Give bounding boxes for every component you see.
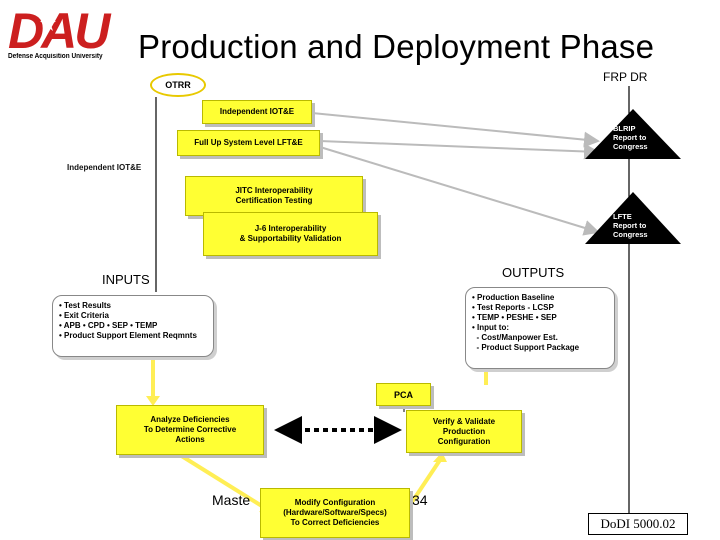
independent-iote-box: Independent IOT&E (202, 100, 312, 124)
outputs-item: - Product Support Package (472, 343, 580, 352)
master-text-right: 34 (412, 492, 428, 508)
dau-logo-text: DAU (8, 6, 112, 56)
logo-subtitle: Defense Acquisition University (8, 53, 103, 60)
pca-label: PCA (393, 389, 413, 400)
modify-configuration-box: Modify Configuration (Hardware/Software/… (260, 488, 410, 538)
dau-logo: DAU (8, 6, 115, 56)
jitc-label: JITC Interoperability Certification Test… (235, 186, 313, 205)
blrip-report-label: BLRIP Report to Congress (613, 124, 648, 151)
analyze-deficiencies-box: Analyze Deficiencies To Determine Correc… (116, 405, 264, 455)
lfte-report-label: LFTE Report to Congress (613, 212, 648, 239)
arrow-to-blrip-2 (319, 140, 600, 160)
j6-box: J-6 Interoperability & Supportability Va… (203, 212, 378, 256)
star-icon (40, 15, 56, 31)
full-up-lfte-box: Full Up System Level LFT&E (177, 130, 320, 156)
outputs-item: - Cost/Manpower Est. (472, 333, 558, 342)
inputs-item: • APB • CPD • SEP • TEMP (59, 321, 158, 330)
cycle-arrows (151, 356, 488, 510)
arrow-to-blrip (311, 112, 600, 148)
outputs-box: • Production Baseline • Test Reports - L… (465, 287, 615, 369)
full-up-lfte-label: Full Up System Level LFT&E (194, 138, 303, 147)
outputs-item: • TEMP • PESHE • SEP (472, 313, 557, 322)
arrow-to-lfte (319, 146, 600, 236)
blrip-triangle (585, 109, 681, 159)
inputs-label: INPUTS (102, 272, 150, 287)
verify-label: Verify & Validate Production Configurati… (432, 416, 496, 446)
inputs-item: • Test Results (59, 301, 111, 310)
pca-box: PCA (376, 383, 431, 406)
outputs-label: OUTPUTS (502, 265, 565, 280)
otrr-oval: OTRR (150, 73, 206, 97)
inputs-box: • Test Results • Exit Criteria • APB • C… (52, 295, 214, 357)
outputs-item: • Production Baseline (472, 293, 555, 302)
independent-iote-label: Independent IOT&E (219, 107, 295, 116)
outputs-item: • Test Reports - LCSP (472, 303, 554, 312)
lfte-triangle (585, 192, 681, 244)
inputs-item: • Exit Criteria (59, 311, 109, 320)
analyze-label: Analyze Deficiencies To Determine Correc… (143, 415, 237, 444)
verify-validate-box: Verify & Validate Production Configurati… (406, 410, 522, 453)
master-text-left: Maste (212, 492, 251, 508)
page-title: Production and Deployment Phase (138, 28, 655, 65)
modify-label: Modify Configuration (Hardware/Software/… (283, 498, 387, 527)
independent-iote-side-label: Independent IOT&E (67, 163, 142, 172)
jitc-box: JITC Interoperability Certification Test… (185, 176, 363, 216)
frp-dr-label: FRP DR (603, 70, 648, 84)
outputs-item: • Input to: (472, 323, 510, 332)
dodi-reference-box: DoDI 5000.02 (588, 513, 688, 535)
inputs-item: • Product Support Element Reqmnts (59, 331, 197, 340)
j6-label: J-6 Interoperability & Supportability Va… (239, 224, 342, 243)
